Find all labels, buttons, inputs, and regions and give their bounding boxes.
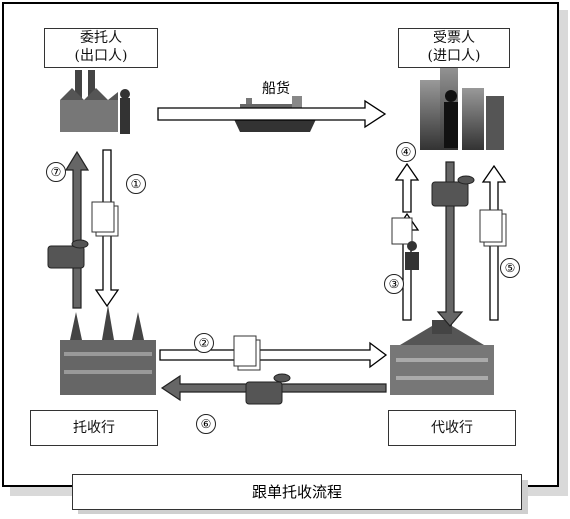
step-5-marker: ⑤ [500, 258, 520, 278]
shipment-label: 船货 [262, 81, 290, 97]
arrow-step4-up [394, 162, 420, 213]
step-4-marker: ④ [396, 142, 416, 162]
step-1-marker: ① [126, 174, 146, 194]
shipment-arrow [157, 99, 387, 129]
person-icon [405, 241, 419, 270]
step-3-marker: ③ [384, 274, 404, 294]
drawee-sublabel: (进口人) [427, 48, 481, 64]
principal-sublabel: (出口人) [74, 48, 128, 64]
documents-icon [479, 209, 507, 247]
principal-label: 委托人 [80, 30, 122, 46]
arrow-step7-payment-up [64, 150, 90, 309]
collecting-bank-label: 代收行 [431, 420, 473, 436]
remitting-bank-label: 托收行 [73, 420, 115, 436]
money-icon [47, 239, 89, 269]
documents-icon [91, 201, 119, 237]
remitting-bank-building-icon [60, 305, 156, 395]
step-6-marker: ⑥ [196, 414, 216, 434]
drawee-box: 受票人 (进口人) [398, 28, 510, 68]
step-7-marker: ⑦ [46, 162, 66, 182]
step-2-marker: ② [194, 333, 214, 353]
diagram-title: 跟单托收流程 [72, 474, 522, 510]
collecting-bank-building-icon [390, 320, 494, 395]
arrow-step2-documents-right [159, 341, 388, 369]
drawee-label: 受票人 [433, 30, 475, 46]
collecting-bank-box: 代收行 [388, 410, 516, 446]
factory-icon [60, 70, 130, 134]
principal-box: 委托人 (出口人) [44, 28, 158, 68]
documents-icon [391, 217, 413, 245]
money-icon [431, 175, 475, 207]
city-buildings-icon [420, 62, 504, 150]
money-icon [245, 373, 291, 405]
documents-icon [233, 335, 261, 371]
remitting-bank-box: 托收行 [30, 410, 158, 446]
